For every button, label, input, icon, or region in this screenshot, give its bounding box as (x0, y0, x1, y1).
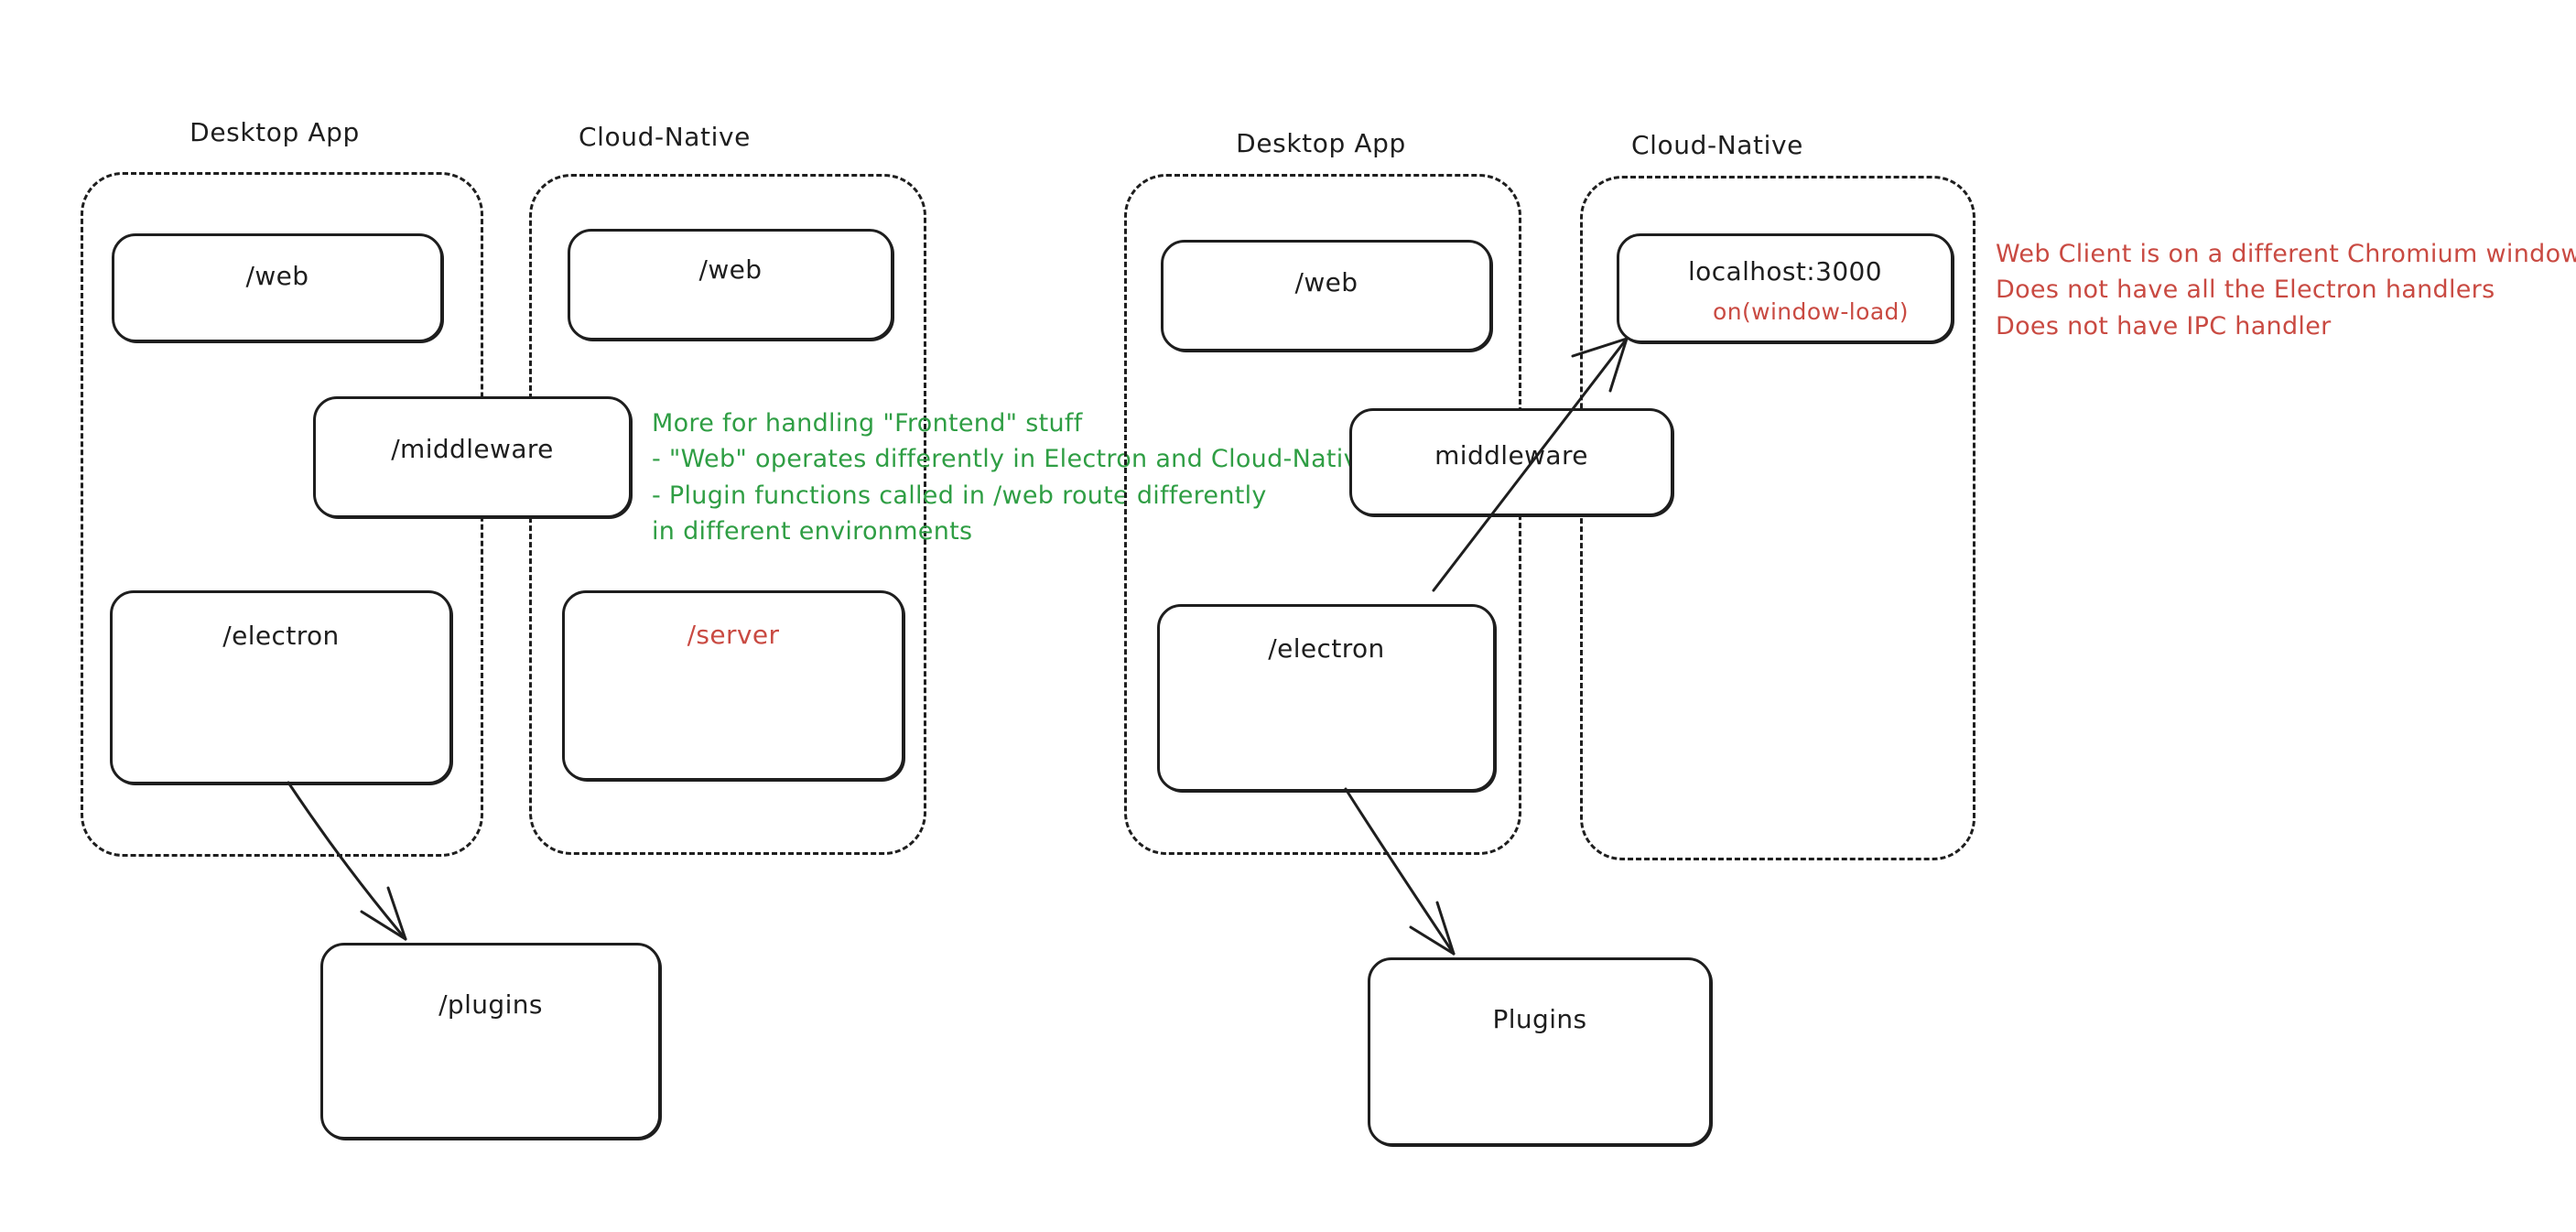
node-right-plugins[interactable]: Plugins (1368, 957, 1712, 1146)
node-left-web-desktop[interactable]: /web (112, 233, 443, 342)
node-right-localhost-label: localhost:3000 (1688, 256, 1882, 286)
node-left-plugins-label: /plugins (438, 989, 543, 1020)
node-right-web-desktop[interactable]: /web (1161, 240, 1492, 351)
node-right-localhost-sublabel: on(window-load) (1713, 298, 1909, 325)
node-right-middleware-label: middleware (1434, 440, 1588, 470)
node-right-middleware[interactable]: middleware (1349, 408, 1673, 516)
node-left-electron[interactable]: /electron (110, 590, 452, 784)
node-left-web-desktop-label: /web (245, 261, 309, 291)
node-right-web-desktop-label: /web (1294, 267, 1358, 297)
arrow-left-electron-to-plugins-head (360, 910, 407, 941)
node-right-electron-label: /electron (1268, 633, 1385, 664)
group-left-cloud-native-label: Cloud-Native (579, 122, 751, 152)
node-left-server-label: /server (687, 620, 780, 650)
node-right-plugins-label: Plugins (1492, 1004, 1587, 1034)
annotation-green-note: More for handling "Frontend" stuff - "We… (652, 409, 1374, 546)
group-right-desktop-app-label: Desktop App (1236, 128, 1406, 158)
arrow-left-electron-to-plugins-head2 (386, 886, 407, 941)
node-left-plugins[interactable]: /plugins (320, 943, 661, 1140)
node-left-electron-label: /electron (222, 621, 340, 651)
node-right-localhost[interactable]: localhost:3000 on(window-load) (1617, 233, 1954, 343)
node-left-middleware-label: /middleware (391, 434, 554, 464)
node-left-server[interactable]: /server (562, 590, 904, 781)
arrow-right-electron-to-plugins-head (1409, 925, 1456, 956)
arrow-right-electron-to-plugins-head2 (1435, 901, 1456, 956)
node-left-web-cloud[interactable]: /web (568, 229, 893, 340)
annotation-red-note: Web Client is on a different Chromium wi… (1996, 240, 2576, 340)
group-left-desktop-app-label: Desktop App (189, 117, 360, 147)
group-right-cloud-native-label: Cloud-Native (1631, 130, 1803, 160)
node-right-electron[interactable]: /electron (1157, 604, 1496, 792)
node-left-middleware[interactable]: /middleware (313, 396, 632, 518)
node-left-web-cloud-label: /web (698, 254, 763, 285)
